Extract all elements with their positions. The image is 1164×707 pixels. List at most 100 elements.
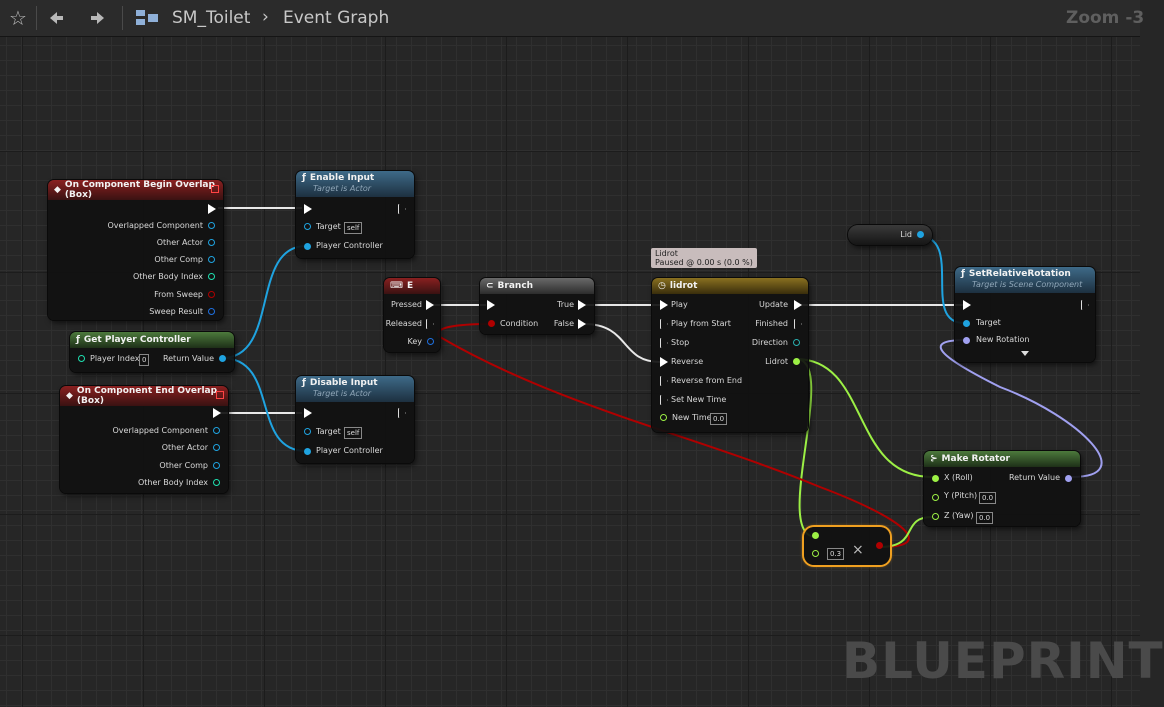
forward-arrow-icon[interactable] <box>84 4 112 32</box>
struct-pin[interactable] <box>427 338 434 345</box>
event-diamond-icon: ◆ <box>66 391 73 401</box>
int-pin[interactable] <box>213 479 220 486</box>
int-pin[interactable] <box>78 355 85 362</box>
node-branch[interactable]: ⊂Branch True Condition False <box>480 278 594 334</box>
exec-output-pin[interactable] <box>794 319 802 329</box>
object-pin[interactable] <box>208 239 215 246</box>
object-pin[interactable] <box>304 448 311 455</box>
node-key-e[interactable]: ⌨E Pressed Released Key <box>384 278 440 352</box>
pin-label: False <box>553 319 574 328</box>
node-title: Branch <box>497 281 534 291</box>
node-title: Enable Input <box>309 173 375 183</box>
bool-pin[interactable] <box>488 320 495 327</box>
node-title: lidrot <box>669 281 698 291</box>
exec-input-pin[interactable] <box>304 408 312 418</box>
function-icon: ƒ <box>961 269 965 279</box>
object-pin[interactable] <box>208 222 215 229</box>
delegate-pin-icon[interactable] <box>216 391 224 399</box>
exec-input-pin[interactable] <box>963 300 971 310</box>
pin-label: Target <box>316 222 341 231</box>
float-pin[interactable] <box>660 414 667 421</box>
exec-output-pin[interactable] <box>213 408 221 418</box>
breadcrumb-blueprint[interactable]: SM_Toilet <box>172 8 251 28</box>
exec-output-pin[interactable] <box>578 319 586 329</box>
float-pin[interactable] <box>932 494 939 501</box>
object-pin[interactable] <box>963 320 970 327</box>
object-pin[interactable] <box>213 427 220 434</box>
node-lid-variable[interactable]: Lid <box>848 225 932 245</box>
object-pin[interactable] <box>304 223 311 230</box>
expand-arrow-icon[interactable] <box>1021 351 1029 356</box>
toolbar-divider <box>36 6 37 30</box>
bool-pin[interactable] <box>876 542 883 549</box>
struct-pin[interactable] <box>963 337 970 344</box>
yaw-value[interactable]: 0.0 <box>976 512 994 524</box>
exec-input-pin[interactable] <box>304 204 312 214</box>
bool-pin[interactable] <box>208 291 215 298</box>
pin-label: Other Actor <box>156 238 203 247</box>
star-icon[interactable]: ☆ <box>9 6 27 30</box>
node-begin-overlap[interactable]: ◆ On Component Begin Overlap (Box) Overl… <box>48 180 223 320</box>
exec-output-pin[interactable] <box>794 300 802 310</box>
node-timeline-lidrot[interactable]: ◷lidrot Play Play from Start Stop Revers… <box>652 278 808 432</box>
breadcrumb-graph[interactable]: Event Graph <box>283 8 390 28</box>
exec-output-pin[interactable] <box>578 300 586 310</box>
target-self-value[interactable]: self <box>344 222 363 234</box>
delegate-pin-icon[interactable] <box>211 185 219 193</box>
function-icon: ƒ <box>302 173 306 183</box>
graph-icon <box>133 4 161 32</box>
object-pin[interactable] <box>213 462 220 469</box>
object-pin[interactable] <box>213 444 220 451</box>
exec-output-pin[interactable] <box>426 300 434 310</box>
new-time-value[interactable]: 0.0 <box>710 413 728 425</box>
multiplier-value[interactable]: 0.3 <box>827 548 845 560</box>
float-pin[interactable] <box>812 532 819 539</box>
pitch-value[interactable]: 0.0 <box>979 492 997 504</box>
enum-pin[interactable] <box>793 339 800 346</box>
float-pin[interactable] <box>932 513 939 520</box>
player-index-value[interactable]: 0 <box>139 354 150 366</box>
exec-input-pin[interactable] <box>660 319 668 329</box>
exec-input-pin[interactable] <box>660 376 668 386</box>
pin-label: X (Roll) <box>944 473 973 482</box>
node-title: SetRelativeRotation <box>968 269 1071 279</box>
int-pin[interactable] <box>208 273 215 280</box>
object-pin[interactable] <box>208 256 215 263</box>
exec-input-pin[interactable] <box>660 300 668 310</box>
exec-input-pin[interactable] <box>660 395 668 405</box>
float-pin[interactable] <box>812 550 819 557</box>
float-pin[interactable] <box>793 358 800 365</box>
exec-output-pin[interactable] <box>1081 300 1089 310</box>
object-pin[interactable] <box>304 243 311 250</box>
target-self-value[interactable]: self <box>344 427 363 439</box>
exec-input-pin[interactable] <box>660 338 668 348</box>
exec-input-pin[interactable] <box>660 357 668 367</box>
node-end-overlap[interactable]: ◆ On Component End Overlap (Box) Overlap… <box>60 386 228 493</box>
node-make-rotator[interactable]: ⊱Make Rotator X (Roll) Return Value Y (P… <box>924 451 1080 526</box>
variable-label: Lid <box>900 230 912 239</box>
node-header: ⊂Branch <box>480 278 594 294</box>
object-wire <box>917 235 965 324</box>
exec-input-pin[interactable] <box>487 300 495 310</box>
back-arrow-icon[interactable] <box>42 4 70 32</box>
object-pin[interactable] <box>304 428 311 435</box>
pin-label: Return Value <box>1008 473 1060 482</box>
object-pin[interactable] <box>219 355 226 362</box>
float-pin[interactable] <box>932 475 939 482</box>
pin-label: Other Comp <box>154 255 203 264</box>
node-subtitle: Target is Actor <box>313 389 372 398</box>
struct-pin[interactable] <box>1065 475 1072 482</box>
graph-canvas[interactable]: ◆ On Component Begin Overlap (Box) Overl… <box>0 37 1163 707</box>
branch-icon: ⊂ <box>486 281 494 291</box>
object-pin[interactable] <box>917 231 924 238</box>
node-multiply-float[interactable]: 0.3 × <box>804 527 890 565</box>
struct-pin[interactable] <box>208 308 215 315</box>
exec-output-pin[interactable] <box>208 204 216 214</box>
exec-output-pin[interactable] <box>426 319 434 329</box>
exec-output-pin[interactable] <box>398 408 406 418</box>
exec-output-pin[interactable] <box>398 204 406 214</box>
